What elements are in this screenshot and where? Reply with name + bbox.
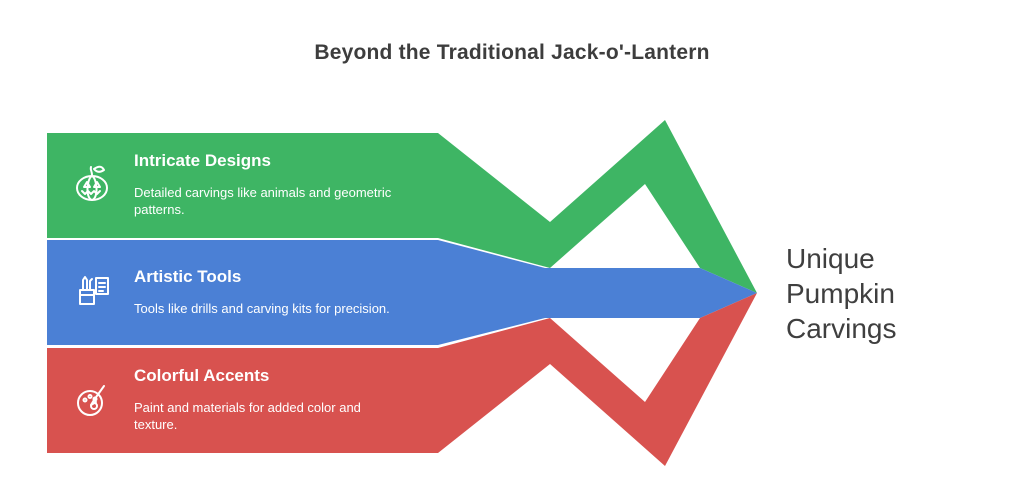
page-title: Beyond the Traditional Jack-o'-Lantern: [314, 41, 710, 64]
result-label-line: Unique: [786, 243, 875, 274]
result-label-line: Pumpkin: [786, 278, 895, 309]
band-heading: Artistic Tools: [134, 267, 242, 286]
art-supplies-icon: [68, 266, 116, 314]
blue-ribbon: [47, 240, 757, 345]
band-body: Detailed carvings like animals and geome…: [134, 185, 392, 217]
band-heading: Colorful Accents: [134, 366, 270, 385]
red-arrow-arm: [550, 293, 757, 466]
band-body: Tools like drills and carving kits for p…: [134, 301, 390, 316]
band-colorful-accents: Colorful Accents Paint and materials for…: [134, 366, 406, 433]
band-heading: Intricate Designs: [134, 151, 271, 170]
band-artistic-tools: Artistic Tools Tools like drills and car…: [134, 267, 390, 317]
red-ribbon: [47, 318, 550, 453]
result-label-line: Carvings: [786, 313, 897, 344]
band-intricate-designs: Intricate Designs Detailed carvings like…: [134, 151, 442, 218]
jack-o-lantern-icon: [68, 160, 116, 208]
green-arrow-arm: [550, 120, 757, 293]
result-label: Unique Pumpkin Carvings: [786, 241, 896, 346]
green-ribbon: [47, 133, 550, 268]
band-body: Paint and materials for added color and …: [134, 400, 361, 432]
paint-palette-icon: [68, 374, 116, 422]
